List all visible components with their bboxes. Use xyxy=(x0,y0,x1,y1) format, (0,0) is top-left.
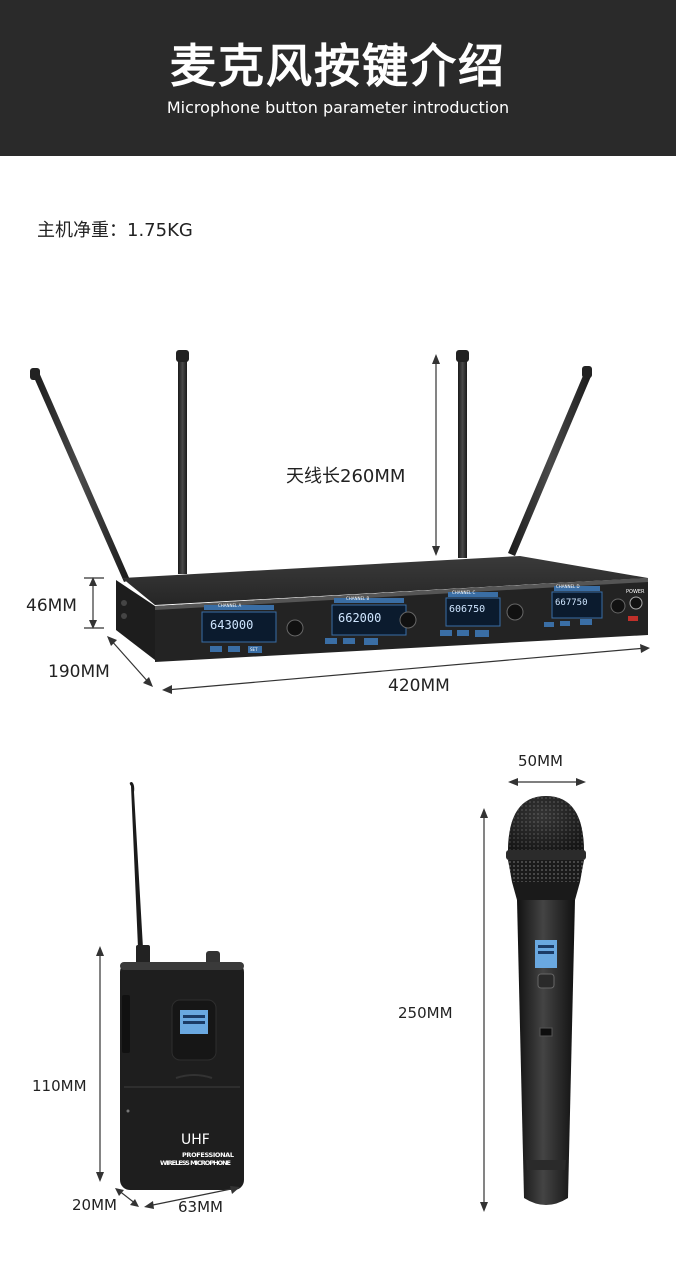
receiver-height-label: 46MM xyxy=(26,596,77,616)
receiver-width-label: 420MM xyxy=(388,676,450,696)
channel-b-freq: 662000 xyxy=(338,611,382,625)
channel-d-label: CHANNEL D xyxy=(556,584,580,589)
bodypack-transmitter xyxy=(120,782,244,1190)
handheld-dimension-lines xyxy=(480,778,586,1212)
channel-a-label: CHANNEL A xyxy=(218,603,242,608)
channel-d-freq: 667750 xyxy=(555,598,588,608)
channel-a-freq: 643000 xyxy=(210,618,254,632)
channel-panels xyxy=(201,586,643,653)
handheld-length-label: 250MM xyxy=(398,1004,453,1022)
bodypack-width-label: 63MM xyxy=(178,1198,223,1216)
bodypack-brand: UHF xyxy=(181,1132,210,1148)
bodypack-line2: WIRELESS MICROPHONE xyxy=(160,1159,231,1167)
bodypack-line1: PROFESSIONAL xyxy=(182,1151,234,1159)
receiver-antennas xyxy=(30,350,592,582)
receiver-dimension-lines xyxy=(84,354,650,694)
channel-b-label: CHANNEL B xyxy=(346,596,370,601)
page-subtitle: Microphone button parameter introduction xyxy=(166,98,510,117)
antenna-length-label: 天线长260MM xyxy=(286,466,406,487)
handheld-microphone xyxy=(506,796,586,1205)
page-title: 麦克风按键介绍 xyxy=(170,39,506,93)
bodypack-depth-label: 20MM xyxy=(72,1196,117,1214)
bodypack-height-label: 110MM xyxy=(32,1077,87,1095)
set-label: SET xyxy=(250,647,258,652)
net-weight-label: 主机净重：1.75KG xyxy=(37,220,193,241)
handheld-width-label: 50MM xyxy=(518,752,563,770)
receiver-depth-label: 190MM xyxy=(48,662,110,682)
header-banner: 麦克风按键介绍 Microphone button parameter intr… xyxy=(0,0,676,156)
bodypack-dimension-lines xyxy=(96,946,240,1209)
channel-c-freq: 606750 xyxy=(449,604,486,615)
power-label: POWER xyxy=(626,589,645,595)
channel-c-label: CHANNEL C xyxy=(452,590,476,595)
